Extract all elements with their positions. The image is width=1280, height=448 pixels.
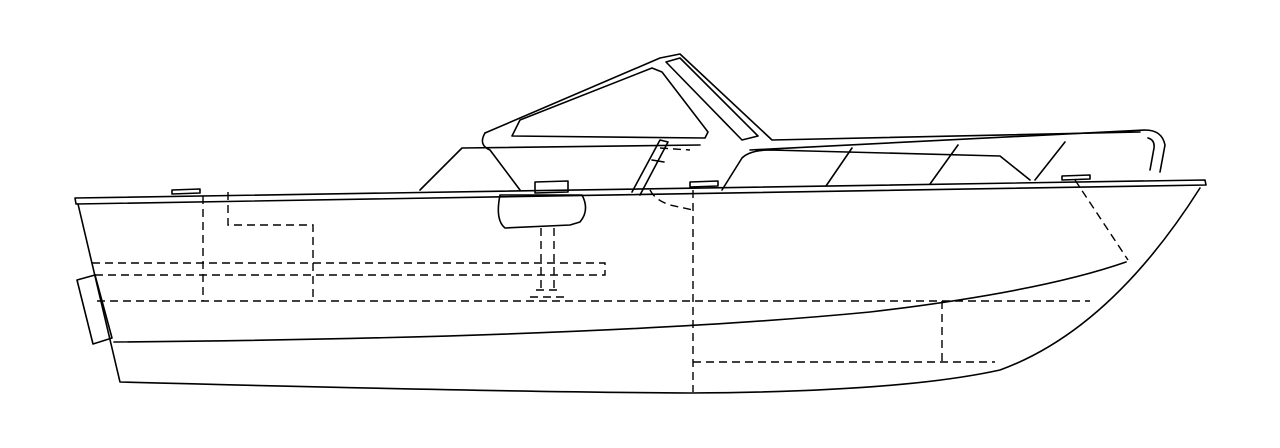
dashed-seat-pedestal (530, 228, 565, 298)
hull (74, 179, 1207, 394)
hull-outline (77, 187, 1201, 394)
front-window (665, 57, 759, 141)
throttle (631, 139, 669, 196)
dashed-bow-frame (1074, 179, 1129, 261)
cleat-bow (1061, 174, 1091, 181)
side-window (511, 67, 709, 139)
cleat-mid (689, 180, 719, 188)
cabin-side (419, 144, 701, 191)
windshield-frame (484, 53, 1141, 141)
dashed-bow-locker (693, 301, 995, 363)
dashed-console (649, 147, 694, 211)
rail-stanchions (825, 141, 1066, 187)
chine-line (113, 261, 1127, 343)
hidden-lines (92, 147, 1129, 392)
cabin (171, 53, 1166, 229)
dashed-stringer-upper (92, 262, 606, 276)
bow-rail (721, 129, 1166, 191)
cleat-stern (171, 188, 201, 195)
dashed-tank (227, 192, 314, 301)
gunwale-rail (74, 179, 1207, 205)
seat (497, 180, 587, 229)
outboard-bracket (76, 274, 113, 345)
windshield-post (481, 132, 521, 191)
